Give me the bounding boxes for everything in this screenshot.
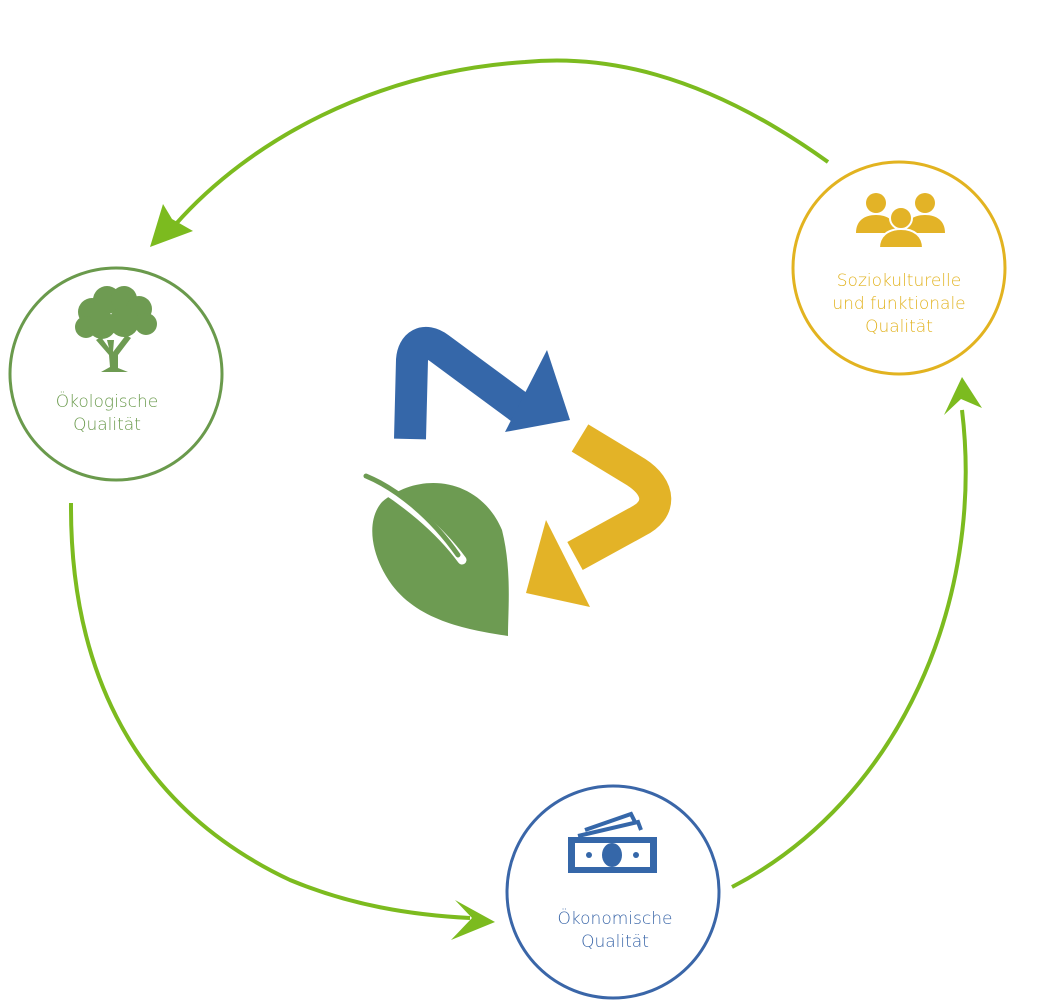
ecological-label-line1: Ökologische (55, 392, 159, 412)
node-economic-circle (505, 784, 721, 1000)
cycle-arrows (68, 58, 968, 920)
recycle-arrowhead-yellow (526, 520, 590, 607)
economic-label-line2: Qualität (581, 932, 649, 952)
arrowhead-top (150, 204, 193, 247)
ecological-label: Ökologische Qualität (27, 391, 187, 437)
node-ecological (8, 266, 224, 482)
node-economic (505, 784, 721, 1000)
cycle-arrow-top (173, 58, 830, 227)
cycle-arrow-bottom-left (68, 502, 471, 920)
cycle-arrow-right (731, 409, 968, 889)
cycle-arrowheads (150, 204, 982, 940)
recycle-leaf-stem (363, 473, 461, 558)
recycle-arrow-blue (394, 327, 533, 440)
sociocultural-label-line3: Qualität (865, 317, 933, 337)
economic-label-line1: Ökonomische (557, 909, 673, 929)
sociocultural-label-line1: Soziokulturelle (836, 271, 962, 291)
economic-label: Ökonomische Qualität (520, 908, 710, 954)
node-sociocultural-circle (791, 160, 1007, 376)
sociocultural-label-line2: und funktionale (832, 294, 966, 314)
recycle-leaf (372, 483, 509, 636)
node-ecological-circle (8, 266, 224, 482)
ecological-label-line2: Qualität (73, 415, 141, 435)
recycle-arrowhead-blue (505, 350, 570, 432)
node-sociocultural (791, 160, 1007, 376)
recycle-arrow-yellow (567, 424, 672, 571)
arrowhead-right (944, 377, 982, 415)
people-icon (856, 193, 945, 249)
sociocultural-label: Soziokulturelle und funktionale Qualität (796, 270, 1002, 339)
money-icon (568, 811, 657, 873)
recycle-leaf-icon (361, 327, 672, 636)
tree-icon (75, 286, 157, 372)
arrowhead-bottom (451, 900, 495, 940)
